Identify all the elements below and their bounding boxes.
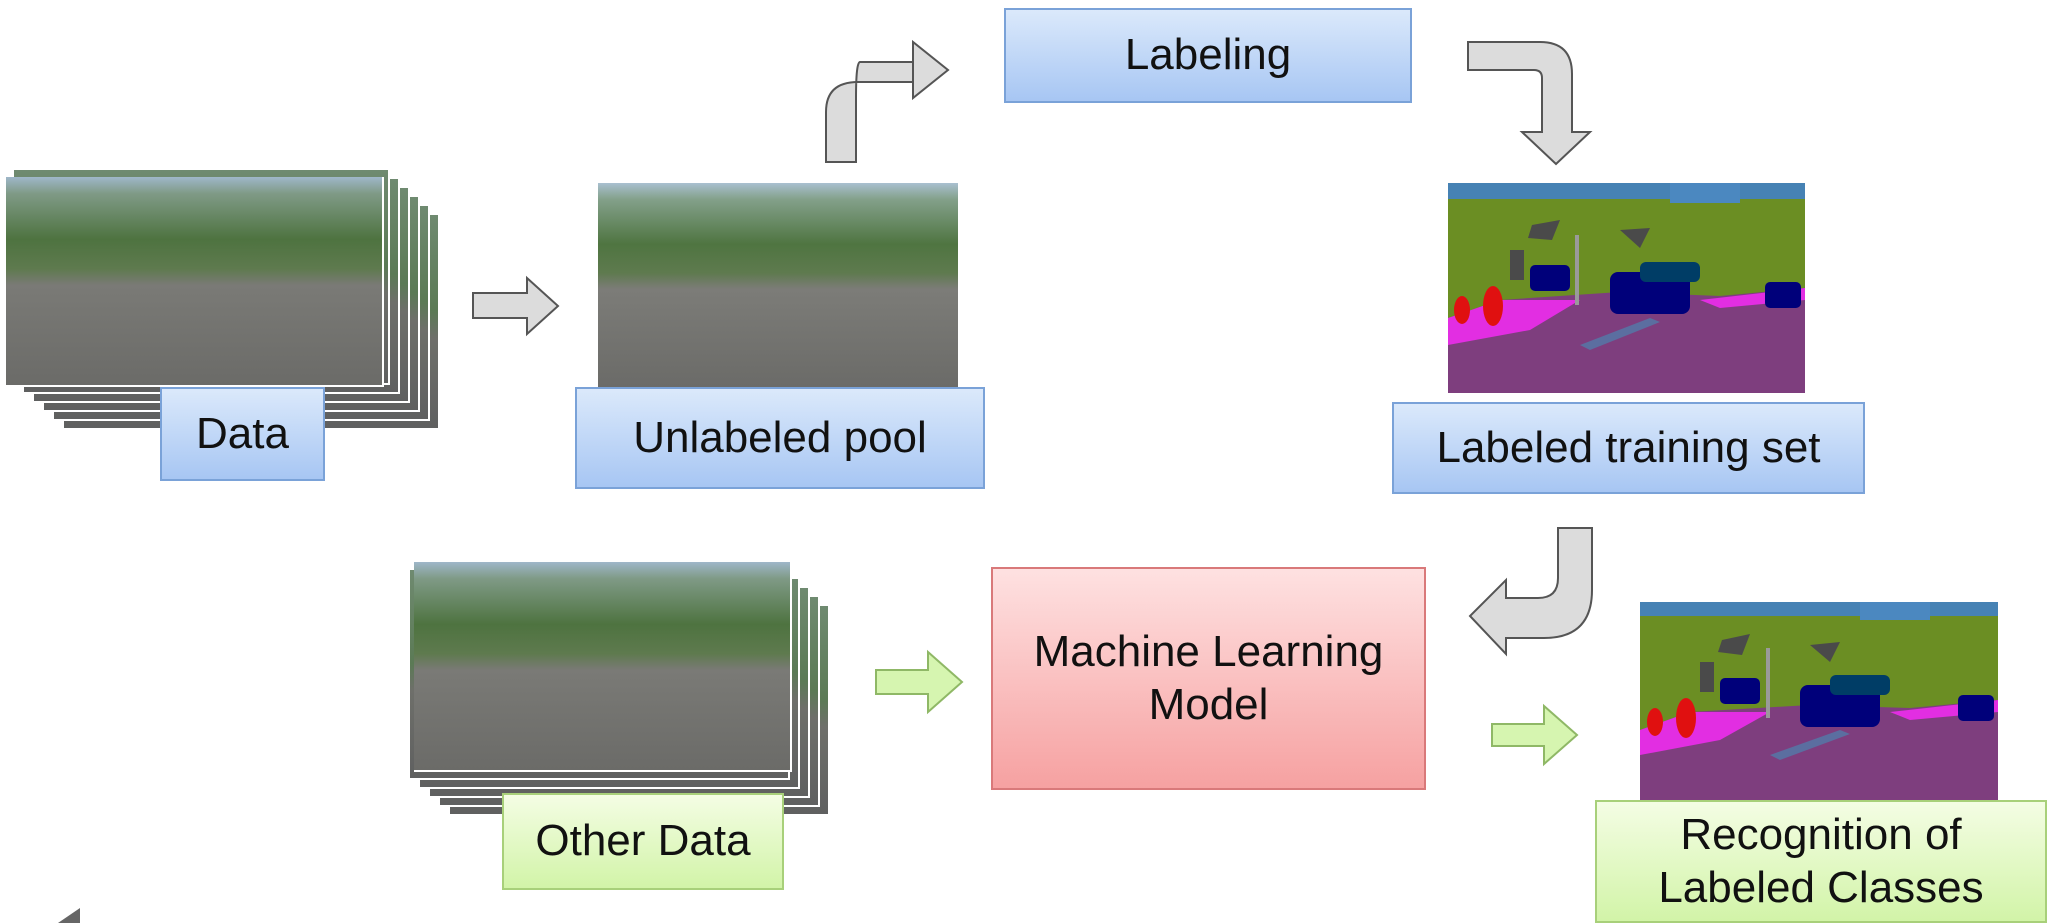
street-photo: [6, 177, 384, 387]
arrow-other-data-to-model: [875, 649, 964, 715]
arrow-labeling-to-training: [1467, 41, 1593, 166]
arrow-data-to-pool: [472, 275, 560, 337]
machine-learning-model-box: Machine Learning Model: [991, 567, 1426, 790]
segmentation-image-training: [1448, 183, 1805, 393]
arrow-model-to-recognition: [1491, 703, 1579, 767]
other-data-box: Other Data: [502, 793, 784, 890]
unlabeled-photo: [598, 183, 958, 387]
corner-mark: [58, 908, 80, 923]
arrow-training-to-model: [1468, 527, 1593, 657]
data-box: Data: [160, 387, 325, 481]
other-data-image-stack: [400, 550, 860, 830]
labeling-box: Labeling: [1004, 8, 1412, 103]
street-photo: [414, 562, 792, 772]
recognition-box: Recognition of Labeled Classes: [1595, 800, 2047, 923]
labeled-training-set-box: Labeled training set: [1392, 402, 1865, 494]
arrow-pool-to-labeling: [825, 39, 950, 163]
unlabeled-pool-box: Unlabeled pool: [575, 387, 985, 489]
data-image-stack: [0, 0, 460, 430]
segmentation-image-recognition: [1640, 602, 1998, 800]
